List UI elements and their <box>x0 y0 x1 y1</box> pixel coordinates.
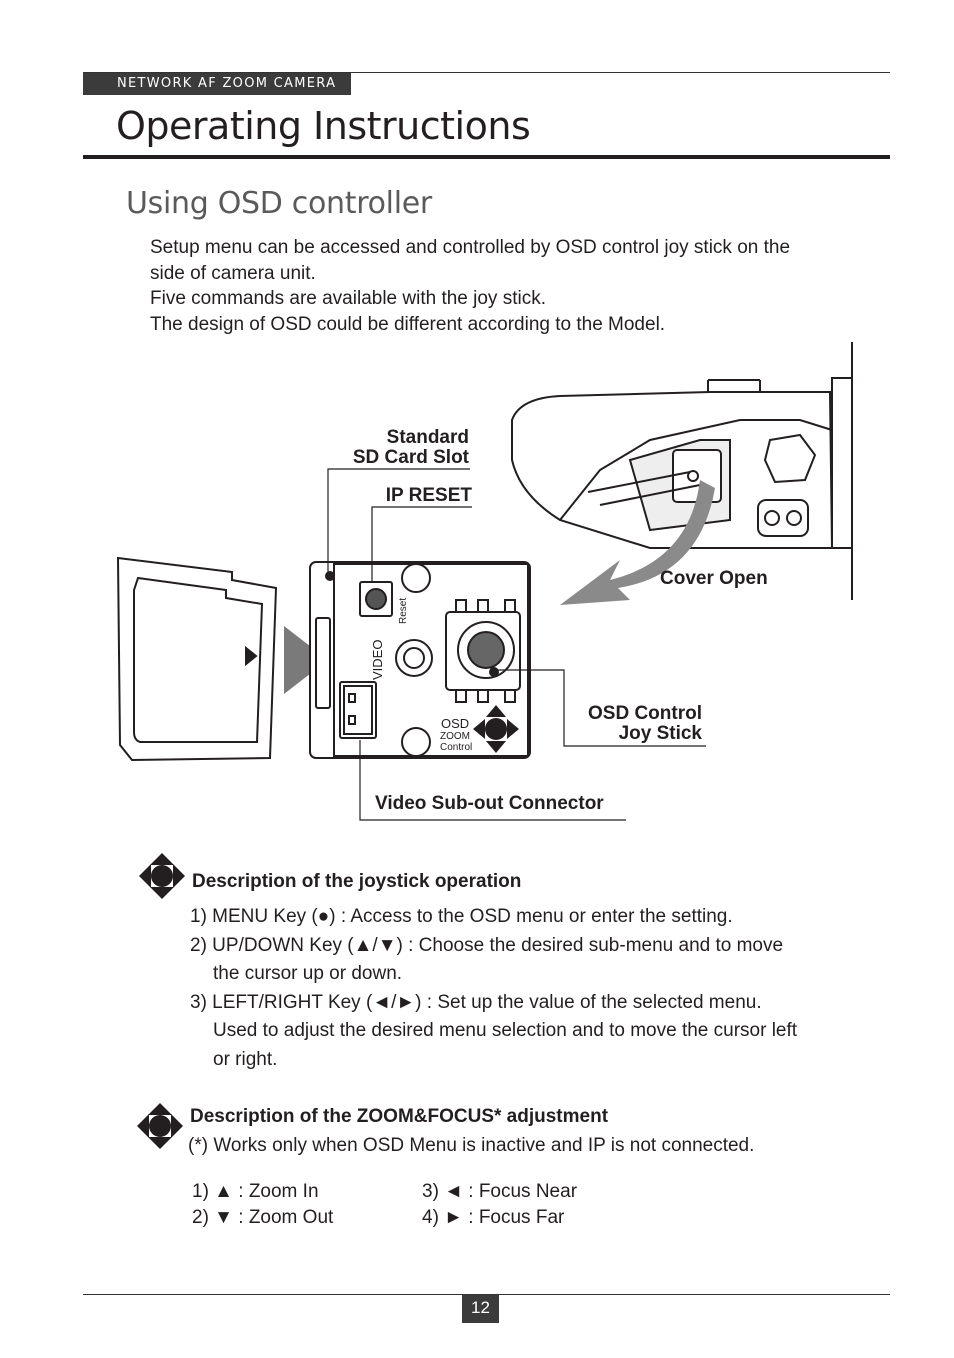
joystick-operations: 1) MENU Key (●) : Access to the OSD menu… <box>190 903 870 1074</box>
list-item: 1) MENU Key (●) : Access to the OSD menu… <box>190 906 733 927</box>
focus-near-item: 3) ◄ : Focus Near <box>422 1181 578 1202</box>
footer-rule <box>83 1294 890 1295</box>
intro-text: Setup menu can be accessed and controlle… <box>150 235 870 338</box>
zoom-out-item: 2) ▼ : Zoom Out <box>192 1207 334 1228</box>
board-osd-text: OSD <box>441 716 469 731</box>
intro-line: side of camera unit. <box>150 262 316 284</box>
osd-label-1: OSD Control <box>588 703 702 724</box>
list-item: the cursor up or down. <box>213 963 403 984</box>
zoom-focus-icon <box>137 1103 183 1149</box>
list-item: 2) UP/DOWN Key (▲/▼) : Choose the desire… <box>190 934 784 956</box>
cover-open-label: Cover Open <box>660 568 768 589</box>
focus-far-item: 4) ► : Focus Far <box>422 1207 565 1228</box>
leader-lines <box>327 468 706 821</box>
zoom-focus-heading: Description of the ZOOM&FOCUS* adjustmen… <box>190 1106 609 1127</box>
board-zoom-text: ZOOM <box>440 731 470 742</box>
osd-joystick-icon <box>473 705 519 753</box>
intro-line: Five commands are available with the joy… <box>150 288 546 310</box>
page-number: 12 <box>462 1295 499 1323</box>
joystick-icon <box>139 853 185 899</box>
osd-label-2: Joy Stick <box>619 723 703 744</box>
joystick-heading: Description of the joystick operation <box>192 871 522 892</box>
camera-diagram: Reset VIDEO OSD ZOOM Control Standard SD… <box>116 342 853 821</box>
board-reset-text: Reset <box>398 598 409 624</box>
sd-card <box>116 556 278 762</box>
control-board <box>309 561 531 759</box>
sd-slot-label-1: Standard <box>387 427 469 448</box>
camera-illustration <box>511 342 853 600</box>
list-item: or right. <box>213 1048 278 1070</box>
title-rule <box>83 155 890 159</box>
ip-reset-label: IP RESET <box>386 485 473 506</box>
list-item: 3) LEFT/RIGHT Key (◄/►) : Set up the val… <box>190 991 762 1013</box>
insert-arrow <box>284 626 328 694</box>
intro-line: The design of OSD could be different acc… <box>150 314 666 336</box>
intro-line: Setup menu can be accessed and controlle… <box>150 237 791 258</box>
header-rule <box>83 72 890 73</box>
sd-slot-label-2: SD Card Slot <box>353 447 470 468</box>
list-item: Used to adjust the desired menu selectio… <box>213 1020 798 1041</box>
board-video-text: VIDEO <box>370 640 385 680</box>
page-title: Operating Instructions <box>116 104 531 148</box>
header-tag: NETWORK AF ZOOM CAMERA <box>83 73 351 95</box>
section-title: Using OSD controller <box>126 186 432 221</box>
zoom-focus-note: (*) Works only when OSD Menu is inactive… <box>188 1135 755 1156</box>
video-subout-label: Video Sub-out Connector <box>375 793 604 814</box>
cover-open-arrow <box>560 480 715 605</box>
zoom-in-item: 1) ▲ : Zoom In <box>192 1181 319 1202</box>
board-control-text: Control <box>440 742 472 753</box>
